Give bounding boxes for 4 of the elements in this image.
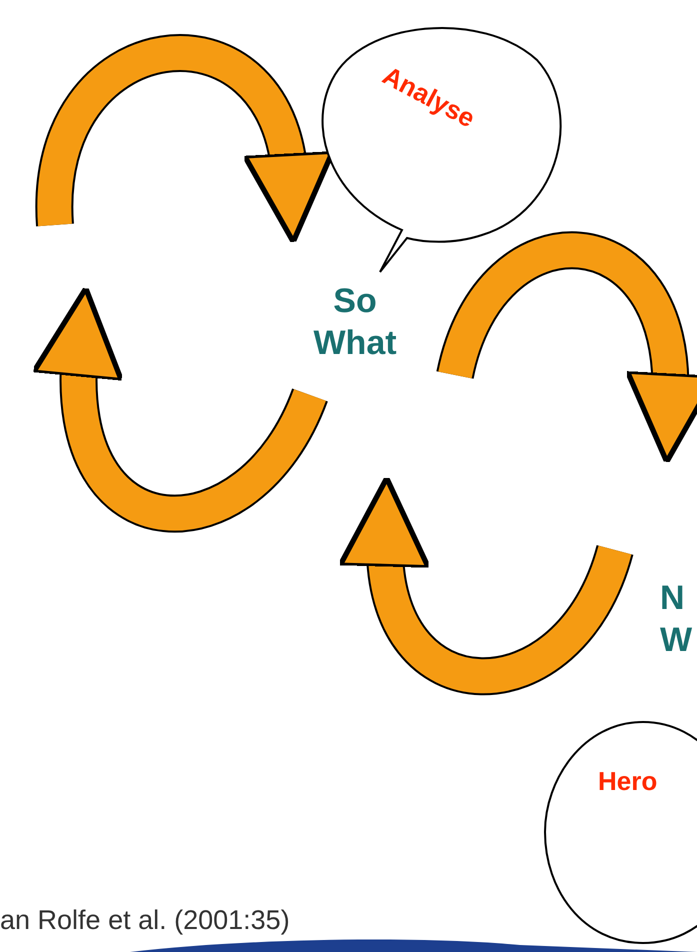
stage-heading: So What <box>312 281 398 364</box>
citation-caption: an Rolfe et al. (2001:35) <box>0 905 290 936</box>
stage-label: Hero <box>598 766 658 797</box>
stage-heading: N W <box>660 578 694 661</box>
